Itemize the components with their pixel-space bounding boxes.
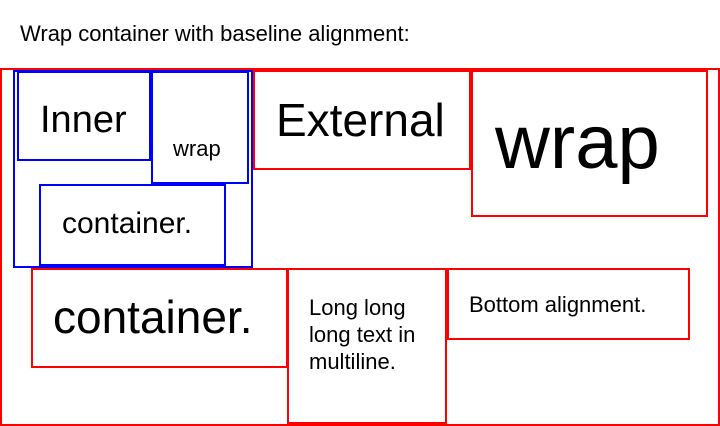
page-title: Wrap container with baseline alignment: xyxy=(20,21,410,46)
outer-item-external: External xyxy=(253,70,471,170)
inner-item-label: container. xyxy=(62,207,193,240)
outer-item-wrap: wrap xyxy=(471,70,708,217)
inner-item-label: wrap xyxy=(173,136,221,161)
outer-item-long-text: Long long long text in multiline. xyxy=(287,268,447,424)
outer-item-container: container. xyxy=(31,268,288,368)
outer-item-bottom-alignment: Bottom alignment. xyxy=(447,268,690,340)
inner-item-inner: Inner xyxy=(17,71,151,161)
inner-item-label: Inner xyxy=(40,99,127,141)
outer-wrap-container xyxy=(0,68,720,426)
inner-item-wrap: wrap xyxy=(151,71,249,184)
outer-item-label: container. xyxy=(53,291,253,343)
outer-item-label: Long long long text in multiline. xyxy=(309,295,416,374)
outer-item-label: External xyxy=(276,94,445,146)
outer-item-label: Bottom alignment. xyxy=(469,292,647,317)
inner-item-container: container. xyxy=(39,184,226,266)
outer-item-label: wrap xyxy=(495,100,660,185)
